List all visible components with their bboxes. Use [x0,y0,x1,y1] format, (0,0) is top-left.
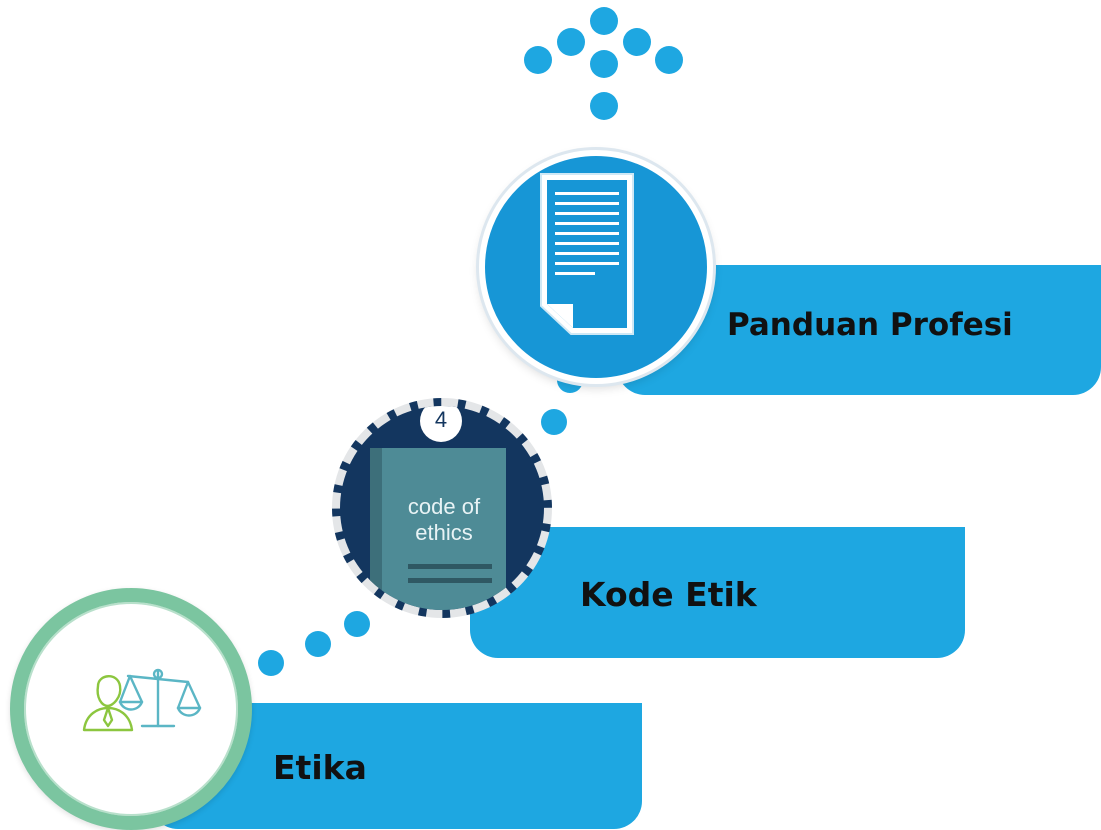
book-title-line1: code of [407,494,481,519]
connector-dot [305,631,331,657]
document-icon-circle [479,150,713,384]
code-of-ethics-book-circle: code of ethics 4 [332,398,552,618]
ethics-circle [10,588,252,830]
arrow-dot [590,92,618,120]
arrow-dot [557,28,585,56]
book-spine [370,448,382,610]
arrow-dot [590,50,618,78]
book-decor-line [408,578,492,583]
step-box-panduan-profesi: Panduan Profesi [617,265,1101,395]
step-label-etika: Etika [273,748,367,787]
step-box-kode-etik: Kode Etik [470,527,965,658]
arrow-dot [590,7,618,35]
step-label-panduan-profesi: Panduan Profesi [727,307,1013,343]
code-of-ethics-book-icon [382,448,506,610]
connector-dot [344,611,370,637]
book-decor-line [408,564,492,569]
connector-dot [541,409,567,435]
arrow-dot [655,46,683,74]
connector-dot [258,650,284,676]
step-label-kode-etik: Kode Etik [580,575,757,614]
document-icon [540,173,634,335]
book-title-line2: ethics [415,520,473,545]
arrow-dot [623,28,651,56]
arrow-dot [524,46,552,74]
book-number-badge: 4 [420,406,462,442]
scales-justice-person-icon [82,668,202,732]
